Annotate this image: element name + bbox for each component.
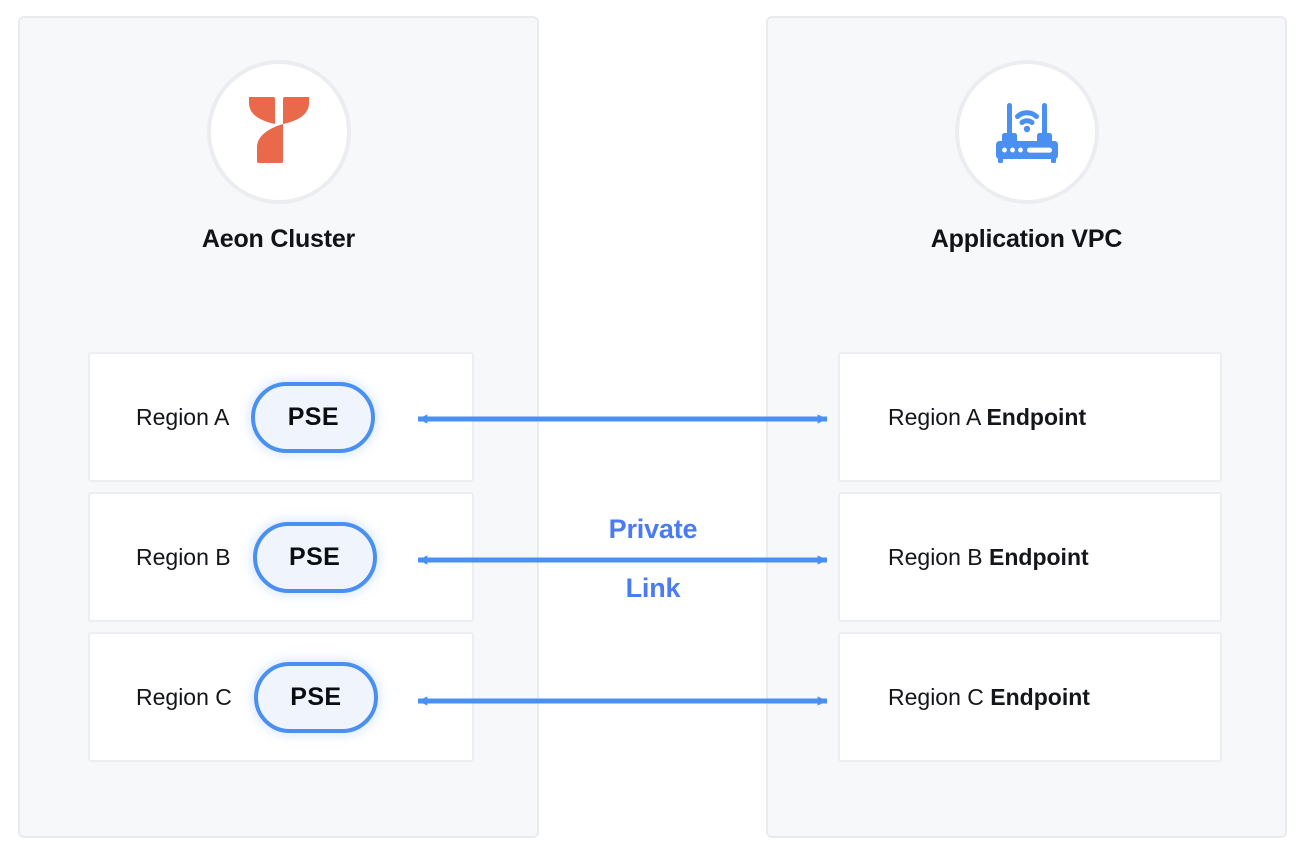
region-label: Region C	[136, 683, 232, 710]
table-row[interactable]: Region C Endpoint	[838, 632, 1222, 762]
table-row[interactable]: Region B PSE	[88, 492, 474, 622]
zone-header-left: Aeon Cluster	[20, 60, 537, 254]
region-label: Region A	[136, 403, 230, 430]
region-rows-right: Region A Endpoint Region B Endpoint Regi…	[838, 352, 1222, 762]
pse-node-a[interactable]: PSE	[251, 381, 376, 453]
endpoint-row-b-content: Region B Endpoint	[840, 544, 1220, 571]
region-label: Region C	[888, 683, 991, 710]
region-row-b-content: Region B PSE	[90, 521, 472, 593]
endpoint-label: Endpoint	[986, 403, 1087, 430]
table-row[interactable]: Region C PSE	[88, 632, 474, 762]
zone-header-right: Application VPC	[768, 60, 1285, 254]
table-row[interactable]: Region A PSE	[88, 352, 474, 482]
region-row-c-content: Region C PSE	[90, 661, 472, 733]
zone-application-vpc: Application VPC Region A Endpoint Region…	[766, 16, 1287, 838]
region-label: Region A	[888, 403, 987, 430]
pse-node-b[interactable]: PSE	[252, 521, 377, 593]
endpoint-label: Endpoint	[990, 683, 1090, 710]
region-label: Region B	[136, 543, 231, 570]
endpoint-row-a-content: Region A Endpoint	[840, 404, 1220, 431]
endpoint-label: Endpoint	[989, 543, 1089, 570]
private-link-label-line2: Link	[625, 573, 681, 603]
endpoint-row-c-content: Region C Endpoint	[840, 684, 1220, 711]
pse-label: PSE	[290, 682, 342, 711]
router-wifi-icon	[991, 94, 1063, 171]
pse-label: PSE	[289, 542, 341, 571]
router-icon-circle	[954, 60, 1099, 204]
private-link-label-line1: Private	[608, 514, 698, 544]
aeon-logo-circle	[206, 60, 351, 204]
table-row[interactable]: Region B Endpoint	[838, 492, 1222, 622]
pse-node-c[interactable]: PSE	[253, 661, 378, 733]
zone-title-right: Application VPC	[930, 225, 1123, 253]
pse-label: PSE	[287, 402, 339, 431]
table-row[interactable]: Region A Endpoint	[838, 352, 1222, 482]
zone-title-left: Aeon Cluster	[201, 225, 356, 253]
zone-aeon-cluster: Aeon Cluster Region A PSE Region B PSE	[18, 16, 539, 838]
region-row-a-content: Region A PSE	[90, 381, 472, 453]
region-rows-left: Region A PSE Region B PSE Region C	[88, 352, 474, 762]
region-label: Region B	[888, 543, 990, 570]
aeon-logo-icon	[246, 94, 312, 171]
